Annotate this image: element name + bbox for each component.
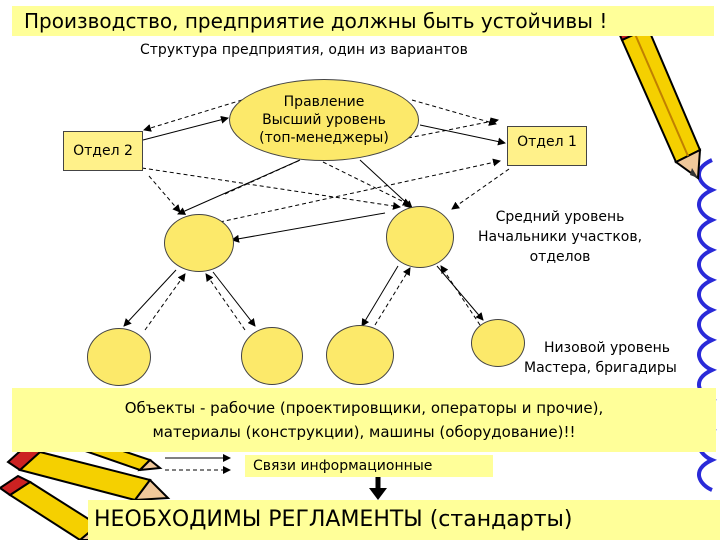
regulations-banner: НЕОБХОДИМЫ РЕГЛАМЕНТЫ (стандарты)	[88, 500, 720, 540]
middle-level-label: Средний уровень Начальники участков, отд…	[470, 207, 650, 267]
middle-node-left	[164, 214, 234, 272]
top-management-line2: Высший уровень	[262, 112, 386, 128]
dept1-node: Отдел 1	[507, 126, 587, 166]
top-management-line3: (топ-менеджеры)	[259, 130, 389, 146]
top-management-line1: Правление	[283, 94, 365, 110]
lower-level-line2: Мастера, бригадиры	[524, 360, 677, 376]
objects-panel: Объекты - рабочие (проектировщики, опера…	[12, 388, 716, 452]
middle-level-line2: Начальники участков,	[477, 229, 643, 245]
objects-line1: Объекты - рабочие (проектировщики, опера…	[124, 399, 604, 417]
lower-node-2	[241, 327, 303, 385]
page-title: Производство, предприятие должны быть ус…	[12, 6, 714, 36]
objects-line2: материалы (конструкции), машины (оборудо…	[152, 423, 576, 441]
lower-level-label: Низовой уровень Мастера, бригадиры	[524, 338, 720, 378]
down-arrow-head	[369, 488, 387, 500]
diagram-subtitle: Структура предприятия, один из вариантов	[140, 42, 468, 58]
lower-node-3	[326, 325, 394, 385]
pencil-icon	[614, 12, 702, 180]
solid-connectors	[123, 115, 506, 327]
dept2-node: Отдел 2	[63, 131, 143, 171]
middle-level-line3: отделов	[529, 249, 591, 265]
lower-node-1	[87, 328, 151, 386]
legend-links-label: Связи информационные	[245, 455, 493, 477]
lower-node-4	[471, 319, 525, 367]
middle-level-line1: Средний уровень	[495, 209, 625, 225]
lower-level-line1: Низовой уровень	[544, 340, 671, 356]
middle-node-right	[386, 206, 454, 268]
top-management-node: Правление Высший уровень (топ-менеджеры)	[229, 79, 419, 161]
dashed-connectors	[141, 99, 510, 331]
